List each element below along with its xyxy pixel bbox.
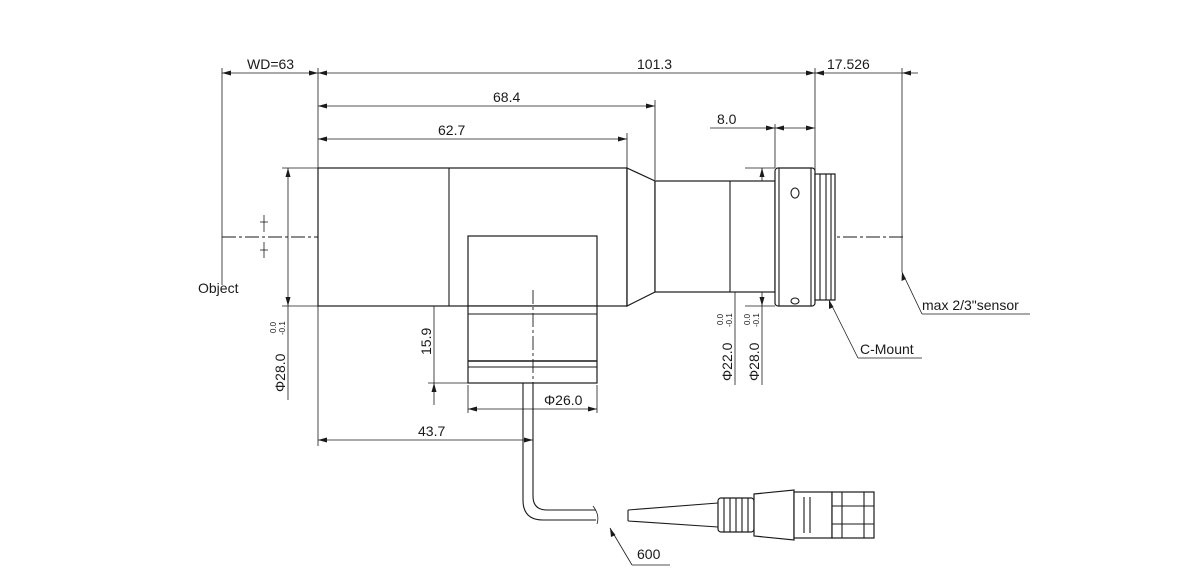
diam-28-right-tol-upper: 0.0 <box>743 313 752 325</box>
length-62-label: 62.7 <box>438 122 465 138</box>
flange-label: 8.0 <box>717 111 737 127</box>
side-port-diameter-label: Φ26.0 <box>544 392 583 408</box>
diam-left-tol-lower: -0.1 <box>278 321 287 335</box>
connector <box>717 489 875 541</box>
sensor-distance-label: 17.526 <box>827 56 870 72</box>
diam-28-right-label: Φ28.0 <box>746 342 762 381</box>
dimension-texts: WD=63 101.3 17.526 68.4 62.7 8.0 Φ26.0 4… <box>247 56 870 562</box>
mount-label: C-Mount <box>860 341 914 357</box>
side-height-label: 15.9 <box>418 328 434 355</box>
diam-22-tol-lower: -0.1 <box>725 313 734 327</box>
diam-left-tol-upper: 0.0 <box>269 321 278 333</box>
callout-texts: Object max 2/3"sensor C-Mount <box>198 280 1019 357</box>
side-port <box>467 235 598 445</box>
object-label: Object <box>198 280 239 296</box>
cable-length-label: 600 <box>637 546 661 562</box>
diam-28-right-tol-lower: -0.1 <box>752 313 761 327</box>
diam-left-label: Φ28.0 <box>272 353 288 392</box>
length-68-label: 68.4 <box>493 89 520 105</box>
sensor-label: max 2/3"sensor <box>922 297 1019 313</box>
wd-label: WD=63 <box>247 56 294 72</box>
diam-22-label: Φ22.0 <box>719 342 735 381</box>
total-length-label: 101.3 <box>637 56 672 72</box>
leader-lines <box>609 271 1030 566</box>
cable <box>522 383 719 528</box>
side-port-offset-label: 43.7 <box>418 423 445 439</box>
diam-22-tol-upper: 0.0 <box>716 313 725 325</box>
